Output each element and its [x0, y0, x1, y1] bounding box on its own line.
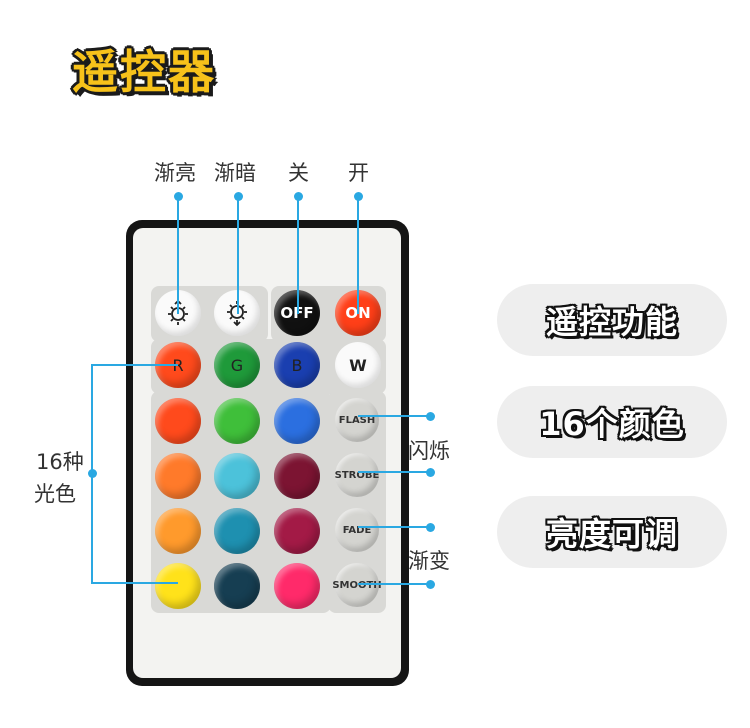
- label-fade-group: 渐变: [408, 549, 450, 573]
- brightness-up-button[interactable]: [155, 290, 201, 336]
- smooth-line: [358, 583, 430, 585]
- fade-line: [358, 526, 430, 528]
- label-colors-line2: 光色: [34, 482, 76, 506]
- color-button[interactable]: [155, 398, 201, 444]
- color-button[interactable]: [155, 563, 201, 609]
- color-button[interactable]: [214, 563, 260, 609]
- feature-pill-brightness: 亮度可调: [497, 496, 727, 568]
- callout-dot: [233, 192, 243, 201]
- label-fade-down: 渐暗: [214, 161, 256, 185]
- feature-pill-colors: 16个颜色: [497, 386, 727, 458]
- label-fade-up: 渐亮: [154, 161, 196, 185]
- b-button[interactable]: B: [274, 342, 320, 388]
- smooth-dot: [426, 579, 435, 589]
- callout-dot: [173, 192, 183, 201]
- color-button[interactable]: [214, 398, 260, 444]
- callout-line-on: [357, 196, 359, 314]
- label-colors-line1: 16种: [36, 450, 84, 474]
- callout-line-off: [297, 196, 299, 314]
- color-button[interactable]: [155, 453, 201, 499]
- g-button[interactable]: G: [214, 342, 260, 388]
- callout-line-fade-down: [237, 196, 239, 314]
- fade-button[interactable]: FADE: [335, 508, 379, 552]
- color-button[interactable]: [214, 508, 260, 554]
- page-title: 遥控器: [72, 45, 216, 99]
- label-flash-group: 闪烁: [408, 439, 450, 463]
- flash-line: [358, 415, 430, 417]
- color-button[interactable]: [155, 508, 201, 554]
- bracket-top: [91, 364, 178, 366]
- strobe-button[interactable]: STROBE: [335, 453, 379, 497]
- color-button[interactable]: [274, 508, 320, 554]
- callout-line-fade-up: [177, 196, 179, 314]
- callout-dot: [293, 192, 303, 201]
- strobe-line: [358, 471, 430, 473]
- label-on: 开: [348, 161, 369, 185]
- strobe-dot: [426, 467, 435, 477]
- smooth-button[interactable]: SMOOTH: [332, 563, 382, 607]
- feature-pill-remote: 遥控功能: [497, 284, 727, 356]
- color-button[interactable]: [214, 453, 260, 499]
- color-button[interactable]: [274, 398, 320, 444]
- color-button[interactable]: [274, 563, 320, 609]
- bracket-dot: [87, 469, 97, 478]
- flash-dot: [426, 411, 435, 421]
- color-button[interactable]: [274, 453, 320, 499]
- bracket-bottom: [91, 582, 178, 584]
- w-button[interactable]: W: [335, 342, 381, 388]
- flash-button[interactable]: FLASH: [335, 398, 379, 442]
- callout-dot: [353, 192, 363, 201]
- label-off: 关: [288, 161, 309, 185]
- fade-dot: [426, 522, 435, 532]
